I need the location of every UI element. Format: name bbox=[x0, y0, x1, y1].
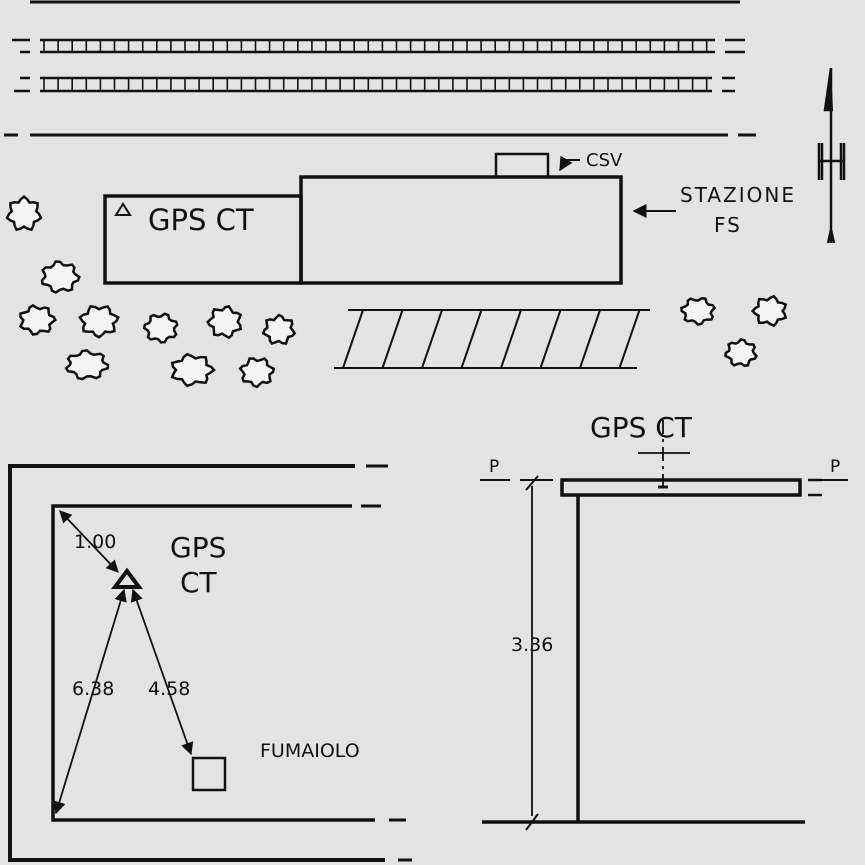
detail-label-line1: GPS bbox=[170, 531, 226, 564]
building-section bbox=[480, 420, 848, 831]
bush-icon bbox=[18, 304, 57, 336]
bush-icon bbox=[170, 352, 216, 388]
building-label: GPS CT bbox=[148, 203, 254, 237]
section-mark-right: P bbox=[830, 457, 840, 477]
station-label: STAZIONE bbox=[680, 183, 796, 207]
detail-plan bbox=[8, 464, 412, 862]
csv-pointer bbox=[559, 155, 580, 172]
detail-label-line2: CT bbox=[180, 566, 218, 599]
dimension-chimney: 4.58 bbox=[148, 678, 190, 700]
station-main-building bbox=[299, 175, 623, 285]
csv-rooftop-box bbox=[494, 152, 550, 179]
bush-icon bbox=[750, 294, 788, 328]
section-title: GPS CT bbox=[590, 411, 693, 444]
station-building bbox=[103, 152, 623, 285]
bush-icon bbox=[5, 194, 43, 232]
north-arrow-icon bbox=[817, 67, 846, 244]
chimney-label: FUMAIOLO bbox=[260, 740, 360, 762]
bush-icon bbox=[724, 338, 759, 367]
vegetation bbox=[5, 194, 788, 389]
bush-icon bbox=[64, 349, 110, 381]
bush-icon bbox=[680, 297, 717, 326]
gps-marker-icon bbox=[114, 202, 132, 216]
chimney-box bbox=[191, 756, 227, 792]
section-mark-left: P bbox=[489, 457, 499, 477]
gps-antenna-icon bbox=[111, 567, 143, 589]
height-label: 3.36 bbox=[511, 634, 553, 656]
hatched-parking-area bbox=[334, 309, 650, 369]
station-sublabel: FS bbox=[714, 213, 742, 237]
bush-icon bbox=[238, 357, 276, 389]
outer-wall bbox=[8, 464, 385, 862]
csv-label: CSV bbox=[586, 150, 623, 171]
dimension-corner: 1.00 bbox=[74, 531, 116, 553]
inner-wall bbox=[51, 504, 375, 822]
bush-icon bbox=[142, 312, 179, 344]
track-upper bbox=[12, 38, 745, 54]
bush-icon bbox=[78, 304, 120, 339]
dimension-left: 6.38 bbox=[72, 678, 114, 700]
dimension-lines bbox=[53, 510, 194, 815]
bush-icon bbox=[261, 313, 297, 345]
track-lower bbox=[14, 76, 735, 93]
bush-icon bbox=[206, 304, 243, 340]
railway-tracks bbox=[4, 0, 756, 137]
roof-slab bbox=[560, 478, 802, 497]
bush-icon bbox=[40, 260, 81, 294]
